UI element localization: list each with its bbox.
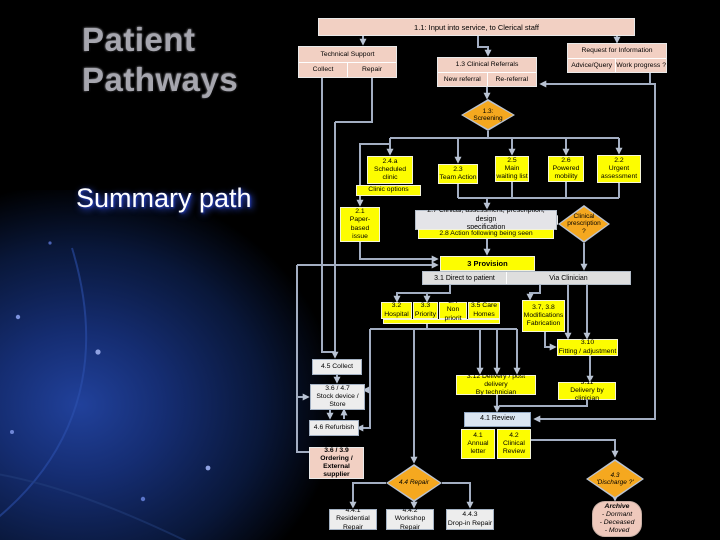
node-4-2-clinical-review: 4.2 Clinical Review [497, 429, 531, 459]
node-2-2-urgent-assessment: 2.2 Urgent assessment [597, 155, 641, 183]
node-clinical-referrals: 1.3 Clinical Referrals New referral Re-r… [437, 57, 537, 87]
node-3-5-care-homes: 3.5 Care Homes [468, 302, 500, 319]
node-2-5-main-waiting-list: 2.5 Main waiting list [495, 156, 529, 182]
decision-discharge: 4.3 'Discharge ?' [586, 459, 644, 499]
node-3-2-hospital: 3.2 Hospital [381, 302, 412, 319]
node-3-10-fitting-adjustment: 3.10 Fitting / adjustment [557, 339, 618, 356]
request-information-title: Request for Information [581, 47, 653, 55]
decision-screening: 1.3: Screening [461, 99, 515, 131]
node-4-1-review: 4.1 Review [464, 412, 531, 427]
node-4-5-collect: 4.5 Collect [312, 359, 362, 375]
cell-direct-to-patient: 3.1 Direct to patient [434, 274, 495, 282]
cell-new-referral: New referral [443, 75, 481, 83]
node-3-3-priority: 3.3 Priority [413, 302, 438, 319]
decision-clinical-prescription: Clinical prescription ? [558, 205, 610, 243]
node-request-information: Request for Information Advice/Query Wor… [567, 43, 667, 73]
cell-via-clinician: Via Clinician [506, 272, 630, 284]
node-3-4-non-priority: 3.4 Non priorit [439, 298, 467, 322]
row-3x-underbar [383, 319, 500, 324]
node-3-6-4-7-stock-device: 3.6 / 4.7 Stock device / Store [310, 384, 365, 410]
cell-re-referral: Re-referral [486, 72, 537, 86]
clinical-referrals-title: 1.3 Clinical Referrals [455, 61, 519, 69]
technical-support-title: Technical Support [320, 50, 375, 58]
node-3-12-delivery-technician: 3.12 Delivery / post delivery By technic… [456, 373, 536, 396]
node-3-7-3-8-modifications: 3.7, 3.8 Modifications Fabrication [522, 300, 565, 332]
screening-label: 1.3: Screening [473, 107, 503, 122]
archive-items: - Dormant - Deceased - Moved [599, 510, 635, 535]
archive-title: Archive [604, 502, 630, 510]
node-2-8-action-following: 2.8 Action following being seen [418, 229, 554, 239]
node-4-4-2-workshop-repair: 4.4.2 Workshop Repair [386, 507, 434, 531]
node-archive: Archive - Dormant - Deceased - Moved [592, 501, 642, 537]
node-2-7-clinical-assessment: 2.7 Clinical, assessment, prescription, … [415, 207, 557, 231]
node-2-1-paper-based-issue: 2.1 Paper-based issue [340, 207, 380, 242]
cell-work-progress: Work progress ? [615, 58, 666, 72]
node-4-4-1-residential-repair: 4.4.1 Residential Repair [329, 507, 377, 531]
node-provision-row: 3.1 Direct to patient Via Clinician [422, 271, 631, 285]
repair-label: 4.4 Repair [399, 479, 429, 487]
corner-glow-decoration [0, 190, 330, 540]
node-technical-support: Technical Support Collect Repair [298, 46, 397, 78]
node-clinic-options: Clinic options [356, 185, 421, 196]
node-2-6-powered-mobility: 2.6 Powered mobility [548, 156, 584, 182]
discharge-label: 4.3 'Discharge ?' [596, 471, 634, 486]
node-4-6-refurbish: 4.6 Refurbish [309, 420, 359, 436]
slide-subtitle: Summary path [76, 183, 252, 213]
cell-collect: Collect [312, 66, 334, 74]
node-1-1-input: 1.1: Input into service, to Clerical sta… [318, 18, 635, 36]
node-4-1-annual-letter: 4.1 Annual letter [461, 429, 495, 459]
node-3-6-3-9-ordering-external: 3.6 / 3.9 Ordering / External supplier [309, 447, 364, 479]
clinical-prescription-label: Clinical prescription ? [567, 212, 601, 235]
node-3-provision: 3 Provision [440, 256, 535, 271]
node-4-4-3-drop-in-repair: 4.4.3 Drop-in Repair [446, 509, 494, 530]
node-2-3-team-action: 2.3 Team Action [438, 164, 478, 184]
cell-repair: Repair [347, 62, 396, 77]
node-2-4a-scheduled-clinic: 2.4.a Scheduled clinic [367, 156, 413, 184]
node-3-11-delivery-clinician: 3.11 Delivery by clinician [558, 379, 616, 402]
cell-advice-query: Advice/Query [571, 61, 613, 69]
slide-title: Patient Pathways [82, 21, 239, 99]
decision-repair: 4.4 Repair [386, 464, 442, 502]
